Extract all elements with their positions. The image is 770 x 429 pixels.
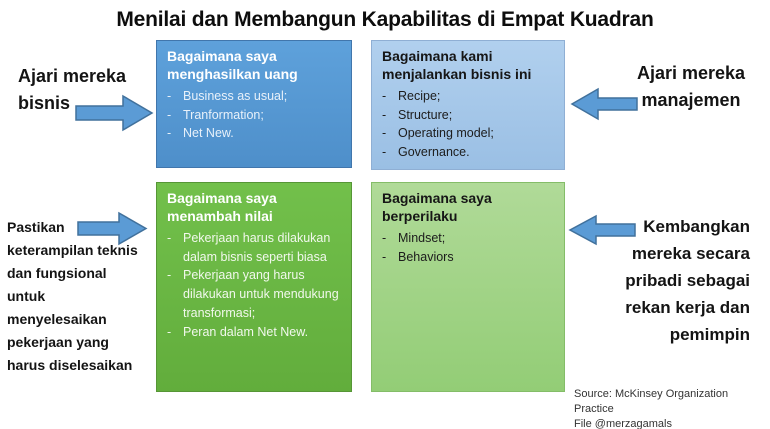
arrow-right-icon (77, 211, 148, 246)
dash-bullet-icon: - (167, 324, 172, 339)
bullet-item: - Recipe; (382, 87, 554, 106)
label-ensure-skills: Pastikan keterampilan teknis dan fungsio… (7, 219, 138, 373)
dash-bullet-icon: - (382, 230, 387, 245)
bullet-item: - Mindset; (382, 229, 554, 248)
bullet-item: - Net New. (167, 124, 341, 143)
label-teach-business: Ajari mereka bisnis (18, 66, 127, 113)
bullet-text: Tranformation; (183, 107, 264, 122)
source-line: Source: McKinsey Organization Practice (574, 388, 729, 415)
bullet-text: Pekerjaan harus dilakukan dalam bisnis s… (183, 230, 331, 264)
bullet-text: Peran dalam Net New. (183, 324, 309, 339)
quadrant-behavior: Bagaimana saya berperilaku - Mindset; - … (371, 182, 565, 392)
quadrant-make-money: Bagaimana saya menghasilkan uang - Busin… (156, 40, 352, 168)
dash-bullet-icon: - (382, 88, 387, 103)
bullet-list: - Mindset; - Behaviors (382, 229, 554, 267)
dash-bullet-icon: - (382, 145, 387, 160)
bullet-text: Operating model; (398, 126, 494, 141)
label-teach-management: Ajari mereka manajemen (636, 63, 746, 110)
dash-bullet-icon: - (382, 249, 387, 264)
bullet-item: - Tranformation; (167, 106, 341, 125)
dash-bullet-icon: - (382, 107, 387, 122)
label-develop-personally: Kembangkan mereka secara pribadi sebagai… (625, 217, 750, 344)
bullet-text: Behaviors (398, 249, 454, 264)
quadrant-heading: Bagaimana saya menambah nilai (167, 190, 277, 224)
bullet-text: Recipe; (398, 88, 441, 103)
quadrant-add-value: Bagaimana saya menambah nilai - Pekerjaa… (156, 182, 352, 392)
bullet-text: Net New. (183, 126, 234, 141)
quadrant-heading: Bagaimana saya berperilaku (382, 190, 492, 224)
dash-bullet-icon: - (167, 230, 172, 245)
dash-bullet-icon: - (167, 107, 172, 122)
dash-bullet-icon: - (382, 126, 387, 141)
bullet-text: Pekerjaan yang harus dilakukan untuk men… (183, 268, 339, 320)
source-note: Source: McKinsey Organization Practice F… (574, 387, 764, 429)
bullet-list: - Pekerjaan harus dilakukan dalam bisnis… (167, 229, 341, 342)
bullet-text: Business as usual; (183, 88, 288, 103)
dash-bullet-icon: - (167, 268, 172, 283)
bullet-item: - Structure; (382, 106, 554, 125)
bullet-item: - Pekerjaan yang harus dilakukan untuk m… (167, 266, 341, 322)
bullet-item: - Operating model; (382, 124, 554, 143)
page-title: Menilai dan Membangun Kapabilitas di Emp… (116, 8, 654, 31)
dash-bullet-icon: - (167, 126, 172, 141)
bullet-item: - Peran dalam Net New. (167, 323, 341, 342)
quadrant-run-business: Bagaimana kami menjalankan bisnis ini - … (371, 40, 565, 170)
arrow-left-icon (568, 214, 636, 246)
arrow-left-icon (570, 87, 638, 121)
bullet-text: Structure; (398, 107, 453, 122)
bullet-text: Mindset; (398, 230, 446, 245)
bullet-item: - Behaviors (382, 248, 554, 267)
bullet-text: Governance. (398, 145, 470, 160)
bullet-item: - Business as usual; (167, 87, 341, 106)
arrow-right-icon (75, 94, 154, 132)
bullet-list: - Business as usual; - Tranformation; - … (167, 87, 341, 143)
source-line: File @merzagamals (574, 418, 672, 429)
dash-bullet-icon: - (167, 88, 172, 103)
bullet-item: - Governance. (382, 143, 554, 162)
quadrant-heading: Bagaimana kami menjalankan bisnis ini (382, 48, 532, 82)
quadrant-heading: Bagaimana saya menghasilkan uang (167, 48, 298, 82)
bullet-item: - Pekerjaan harus dilakukan dalam bisnis… (167, 229, 341, 267)
bullet-list: - Recipe; - Structure; - Operating model… (382, 87, 554, 162)
